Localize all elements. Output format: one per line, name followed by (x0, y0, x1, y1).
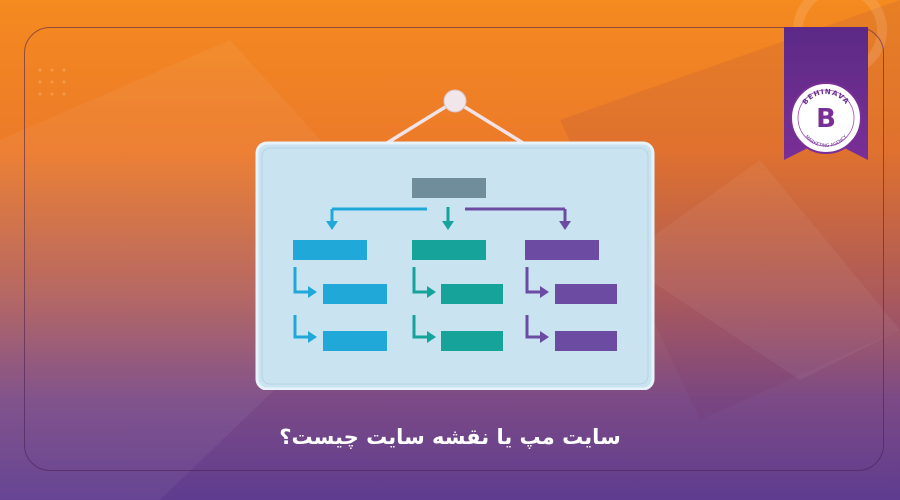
brand-logo-letter: B (816, 104, 836, 134)
sitemap-node-level2 (555, 284, 617, 304)
sitemap-node-level2 (323, 331, 387, 351)
sitemap-node-level2 (441, 284, 503, 304)
sitemap-column-3 (525, 240, 617, 351)
sitemap-column-2 (412, 240, 503, 351)
hanging-string (386, 89, 524, 145)
content-frame (24, 27, 884, 471)
root-connectors (326, 207, 571, 230)
sitemap-node-level2 (323, 284, 387, 304)
board-panel (255, 141, 655, 390)
sitemap-node-level2 (441, 331, 503, 351)
sitemap-board (255, 89, 655, 390)
sitemap-node-level1 (525, 240, 599, 260)
brand-logo: BEHINAVA MARKETING AGENCY B (790, 82, 862, 154)
sitemap-node-level1 (293, 240, 367, 260)
page-title: سایت مپ یا نقشه سایت چیست؟ (279, 425, 621, 449)
sitemap-root-node (412, 178, 486, 198)
sitemap-node-level2 (555, 331, 617, 351)
sitemap-node-level1 (412, 240, 486, 260)
sitemap-column-1 (293, 240, 387, 351)
